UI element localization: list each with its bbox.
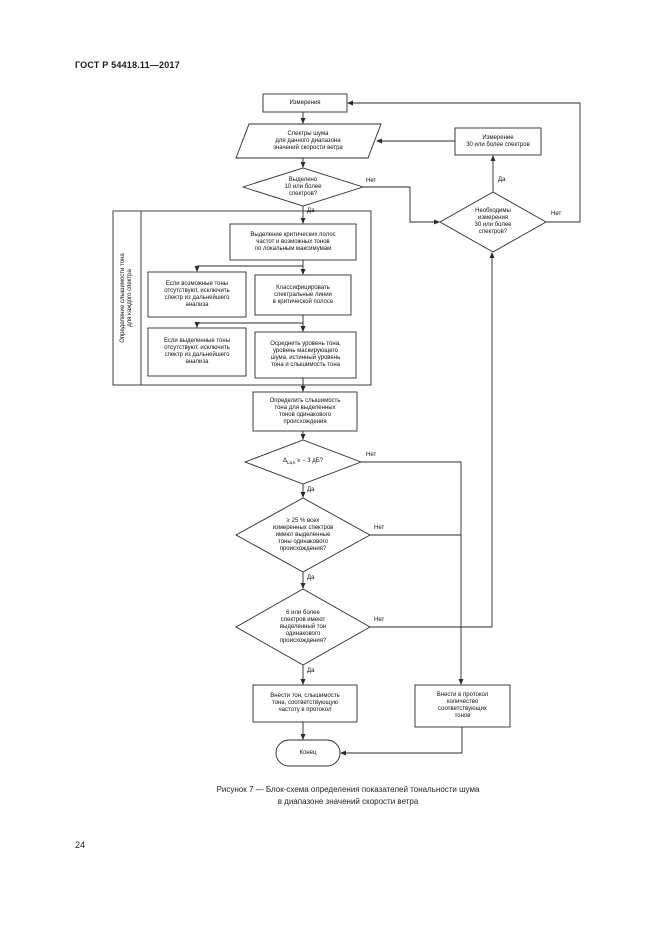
delta-formula: ΔLa,k ≥ − 3 дБ? <box>282 457 324 466</box>
node-discard-no-identified-tones: Если выделенные тоны отсутствуют, исключ… <box>163 338 231 365</box>
decision-6-spectra: 6 или более спектров имеют выделенный то… <box>279 609 327 644</box>
node-average-levels: Осреднить уровень тона, уровень маскирую… <box>270 341 341 368</box>
figure-caption: Рисунок 7 — Блок-схема определения показ… <box>60 784 636 808</box>
label-yes-10-spectra: Да <box>307 208 315 214</box>
label-yes-need-30: Да <box>498 177 506 183</box>
page-number: 24 <box>75 840 86 850</box>
decision-10-spectra: Выделено 10 или более спектров? <box>284 176 322 197</box>
page-header: ГОСТ Р 54418.11—2017 <box>75 60 180 70</box>
label-yes-25-percent: Да <box>307 575 315 581</box>
label-no-10-spectra: Нет <box>366 178 377 184</box>
node-noise-spectra: Спектры шума для данного диапазона значе… <box>273 130 343 151</box>
label-no-25-percent: Нет <box>374 525 385 531</box>
node-measure-30-spectra: Измерение 30 или более спектров <box>466 134 530 148</box>
label-no-6-spectra: Нет <box>374 617 385 623</box>
node-end: Конец <box>299 749 317 756</box>
node-classify-spectral-lines: Классифицировать спектральные линии в кр… <box>272 284 334 305</box>
connectors <box>194 100 581 756</box>
figure-caption-line2: в диапазоне значений скорости ветра <box>277 797 419 806</box>
node-discard-no-possible-tones: Если возможные тоны отсутствуют, исключи… <box>164 280 230 308</box>
node-report-tone: Внести тон, слышимость тона, соответству… <box>270 693 340 713</box>
label-yes-delta: Да <box>307 487 315 493</box>
decision-25-percent: ≥ 25 % всех измеренных спектров имеют вы… <box>272 517 334 552</box>
label-no-delta: Нет <box>366 452 377 458</box>
group-label-tonal-audibility: Определение слышимости тона для каждого … <box>120 253 133 343</box>
node-start: Измерения <box>289 99 321 106</box>
label-yes-6-spectra: Да <box>307 668 315 674</box>
node-tonal-audibility-same-origin: Определить слышимость тона для выделенны… <box>269 397 341 425</box>
decision-need-30-spectra: Необходимы измерения 30 или более спектр… <box>474 208 512 235</box>
node-report-count: Внести в протокол количество соответству… <box>436 692 489 719</box>
decision-delta-la: ΔLa,k ≥ − 3 дБ? <box>245 440 361 484</box>
figure-caption-line1: Рисунок 7 — Блок-схема определения показ… <box>216 785 480 794</box>
node-shapes <box>147 93 547 767</box>
label-no-need-30: Нет <box>551 211 562 217</box>
node-identify-critical-bands: Выделение критических полос частот и воз… <box>250 231 336 252</box>
